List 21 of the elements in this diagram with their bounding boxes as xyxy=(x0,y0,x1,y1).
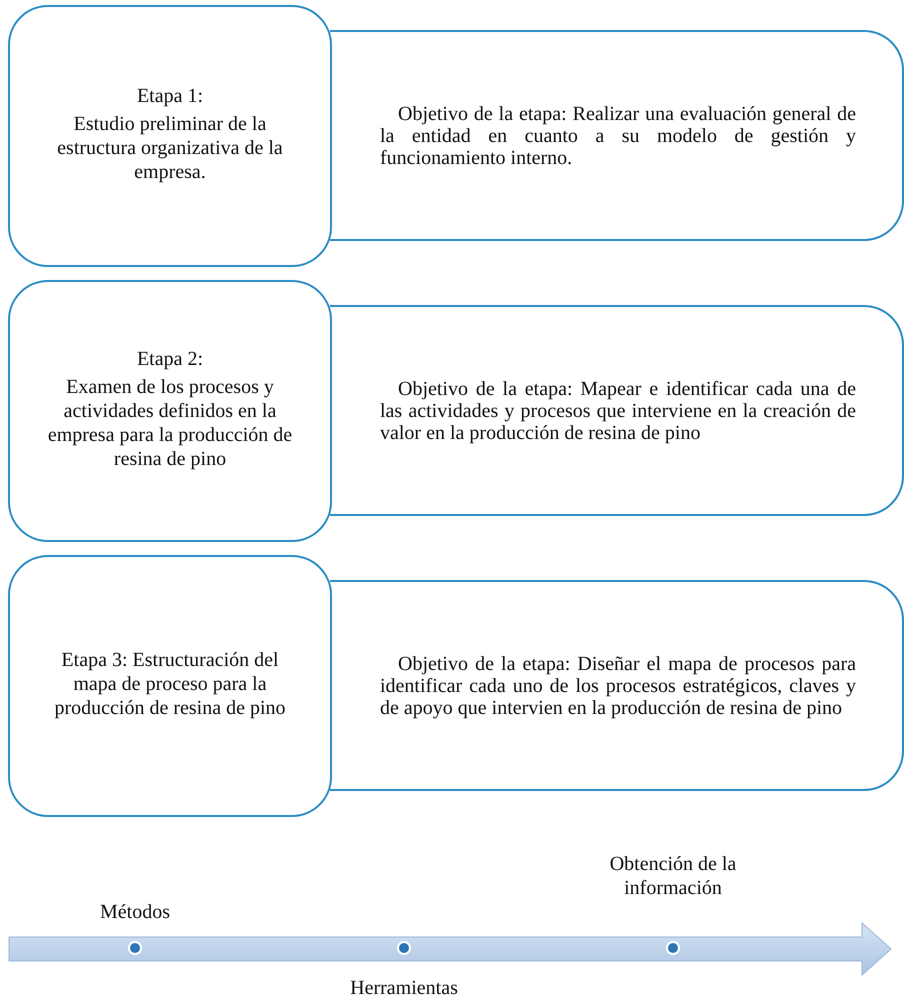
timeline-dot xyxy=(128,941,142,955)
timeline-arrow xyxy=(8,922,892,976)
stage-box xyxy=(8,5,332,267)
stage-text: Examen de los procesos y actividades definidos en la empresa para la producción de resina de pino xyxy=(46,375,294,471)
stage-box xyxy=(8,280,332,542)
stage-title: Etapa 2: xyxy=(136,347,204,371)
stage-title: Etapa 1: xyxy=(136,84,204,108)
objective-text: Objetivo de la etapa: Realizar una evaluación general de la entidad en cuanto a su modelo de gestión y funcionamiento interno. xyxy=(380,102,856,168)
timeline-label: Herramientas xyxy=(349,976,459,999)
stage-text: Estudio preliminar de la estructura organizativa de la empresa. xyxy=(56,112,284,184)
objective-box xyxy=(330,305,904,516)
timeline-label: Obtención de la información xyxy=(608,852,738,900)
timeline-label: Métodos xyxy=(99,900,171,924)
stage-text: Etapa 3: Estructuración del mapa de proceso para la producción de resina de pino xyxy=(53,648,287,720)
objective-box xyxy=(330,580,904,791)
objective-text: Objetivo de la etapa: Mapear e identificar cada una de las actividades y procesos que interviene en la creación de valor en la producción de resina de pino xyxy=(380,378,856,444)
objective-box xyxy=(330,30,904,241)
stage-box xyxy=(8,555,332,817)
timeline-dot xyxy=(397,941,411,955)
objective-text: Objetivo de la etapa: Diseñar el mapa de procesos para identificar cada uno de los procesos estratégicos, claves y de apoyo que intervien en la producción de resina de pino xyxy=(380,652,856,718)
timeline-dot xyxy=(666,941,680,955)
